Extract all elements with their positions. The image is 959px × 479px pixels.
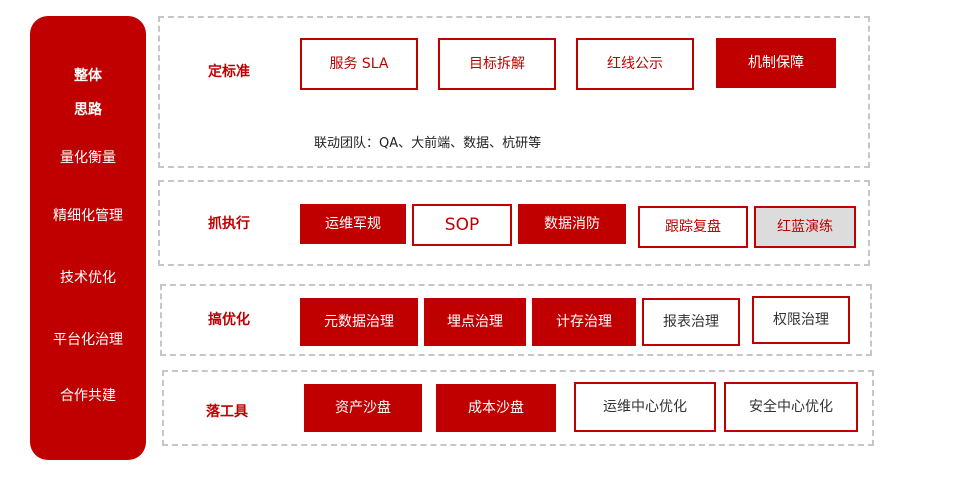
- step-box-sop: SOP: [412, 204, 512, 246]
- step-box-ops-rules: 运维军规: [300, 204, 406, 244]
- step-box-permission-governance: 权限治理: [752, 296, 850, 344]
- step-box-red-blue-drill: 红蓝演练: [754, 206, 856, 248]
- step-box-service-sla: 服务 SLA: [300, 38, 418, 90]
- sidebar-item-refined-management: 精细化管理: [53, 208, 123, 224]
- sidebar-item-collaboration: 合作共建: [60, 388, 116, 404]
- sidebar-title-line2: 思路: [74, 102, 102, 118]
- step-box-tracking-review: 跟踪复盘: [638, 206, 748, 248]
- step-box-goal-breakdown: 目标拆解: [438, 38, 556, 90]
- row-panel-execution: 抓执行 运维军规 SOP 数据消防 跟踪复盘 红蓝演练: [158, 180, 870, 266]
- row-panel-optimization: 搞优化 元数据治理 埋点治理 计存治理 报表治理 权限治理: [160, 284, 872, 356]
- row-label: 落工具: [206, 404, 248, 420]
- step-box-report-governance: 报表治理: [642, 298, 740, 346]
- row-panel-set-standards: 定标准 服务 SLA 目标拆解 红线公示 机制保障 联动团队：QA、大前端、数据…: [158, 16, 870, 168]
- row-label: 搞优化: [208, 312, 250, 328]
- step-box-data-firefighting: 数据消防: [518, 204, 626, 244]
- sidebar-item-tech-optimization: 技术优化: [60, 270, 116, 286]
- step-box-redline-publicity: 红线公示: [576, 38, 694, 90]
- row-panel-tools: 落工具 资产沙盘 成本沙盘 运维中心优化 安全中心优化: [162, 370, 874, 446]
- step-box-cost-sandbox: 成本沙盘: [436, 384, 556, 432]
- sidebar-title-line1: 整体: [74, 68, 102, 84]
- linked-teams-note: 联动团队：QA、大前端、数据、杭研等: [314, 136, 542, 151]
- sidebar-item-platform-governance: 平台化治理: [53, 332, 123, 348]
- step-box-compute-storage-governance: 计存治理: [532, 298, 636, 346]
- step-box-ops-center-optimization: 运维中心优化: [574, 382, 716, 432]
- step-box-metadata-governance: 元数据治理: [300, 298, 418, 346]
- step-box-mechanism-guarantee: 机制保障: [716, 38, 836, 88]
- step-box-tracking-governance: 埋点治理: [424, 298, 526, 346]
- row-label: 抓执行: [208, 216, 250, 232]
- overall-approach-sidebar: 整体 思路 量化衡量 精细化管理 技术优化 平台化治理 合作共建: [30, 16, 146, 460]
- row-label: 定标准: [208, 64, 250, 80]
- step-box-asset-sandbox: 资产沙盘: [304, 384, 422, 432]
- step-box-security-center-optimization: 安全中心优化: [724, 382, 858, 432]
- sidebar-item-quantify: 量化衡量: [60, 150, 116, 166]
